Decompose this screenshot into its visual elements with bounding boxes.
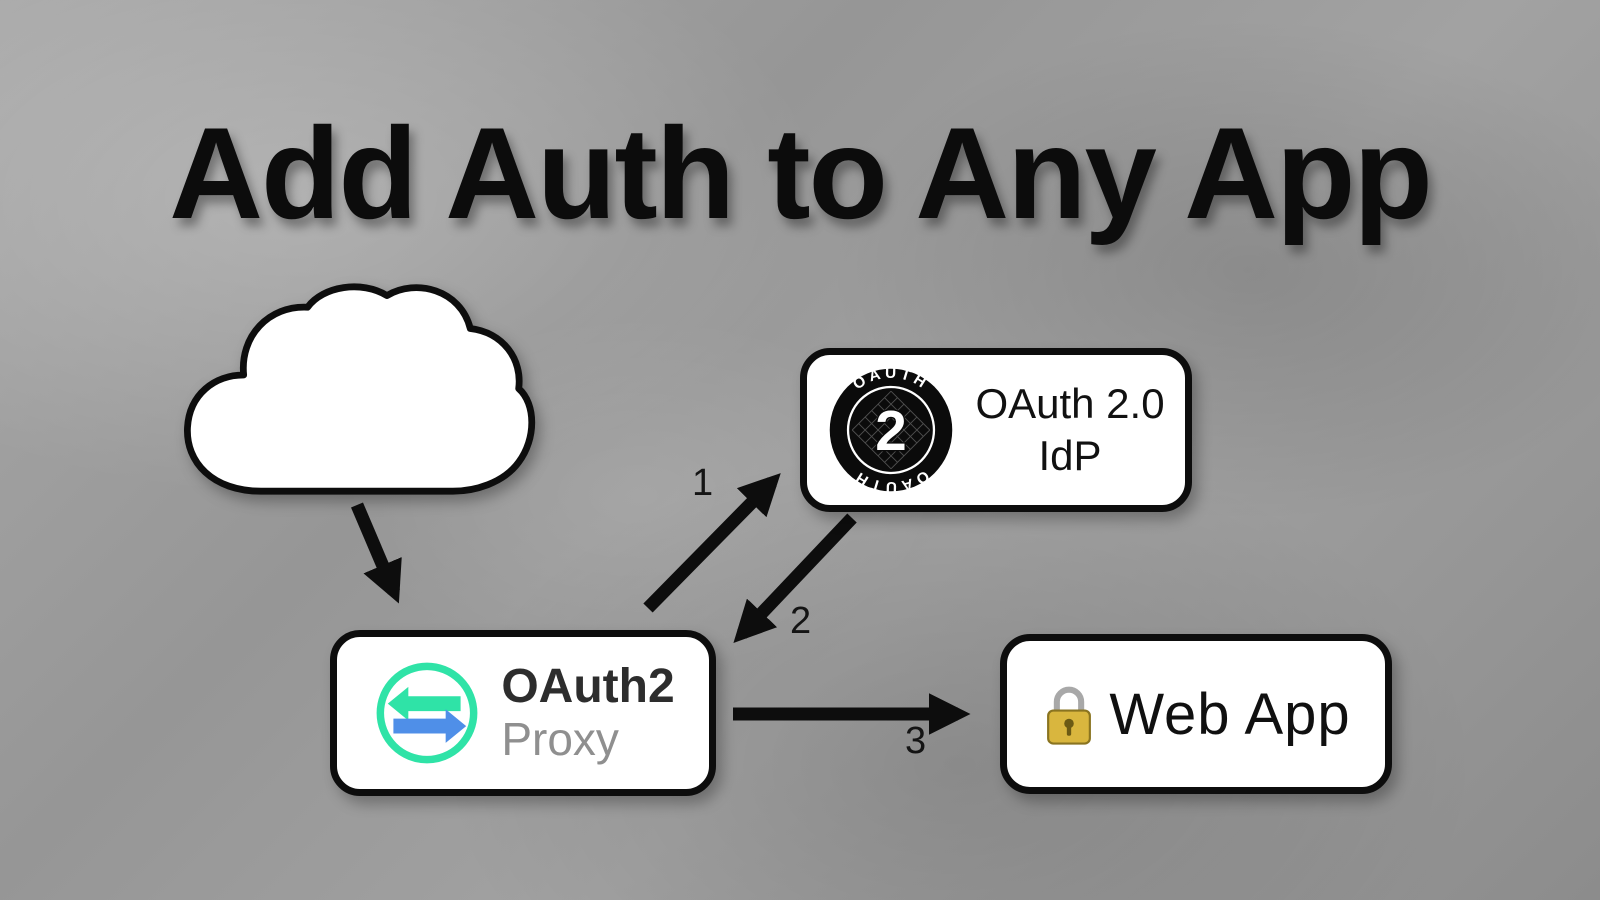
web-app-node: Web App xyxy=(1000,634,1392,794)
proxy-logo-ring xyxy=(376,662,478,764)
proxy-label-secondary: Proxy xyxy=(501,713,619,766)
oauth2-badge-icon: OAUTH OAUTH 2 xyxy=(830,366,953,494)
idp-label-line1: OAuth 2.0 xyxy=(975,379,1165,427)
idp-label-line2: IdP xyxy=(1038,432,1102,479)
proxy-label: OAuth2 Proxy xyxy=(501,660,675,766)
lock-shackle xyxy=(1054,686,1085,714)
arrow-label-3: 3 xyxy=(905,720,927,762)
arrow-label-2: 2 xyxy=(790,600,812,642)
oauth2-proxy-node: OAuth2 Proxy xyxy=(330,630,716,796)
diagram-title: Add Auth to Any App xyxy=(169,100,1433,246)
proxy-logo-green-arrow xyxy=(388,686,461,721)
arrow-label-1: 1 xyxy=(692,462,714,504)
lock-keyhole xyxy=(1064,718,1075,729)
web-app-label: Web App xyxy=(1109,681,1351,747)
badge-hatch-pattern xyxy=(852,390,931,470)
badge-number: 2 xyxy=(876,400,908,463)
cloud-icon xyxy=(184,283,536,495)
arrow-cloud-to-proxy xyxy=(351,502,402,604)
oauth2-proxy-logo-icon xyxy=(376,662,478,764)
cloud-shape xyxy=(184,283,536,495)
lock-keyhole-slot xyxy=(1067,725,1072,736)
proxy-label-primary: OAuth2 xyxy=(501,660,675,714)
badge-inner-ring xyxy=(847,385,936,475)
idp-node: OAUTH OAUTH 2 OAuth 2.0 IdP xyxy=(800,348,1192,512)
proxy-logo-blue-arrow xyxy=(393,709,467,743)
lock-icon xyxy=(1047,686,1092,745)
idp-label: OAuth 2.0 IdP xyxy=(975,378,1164,483)
